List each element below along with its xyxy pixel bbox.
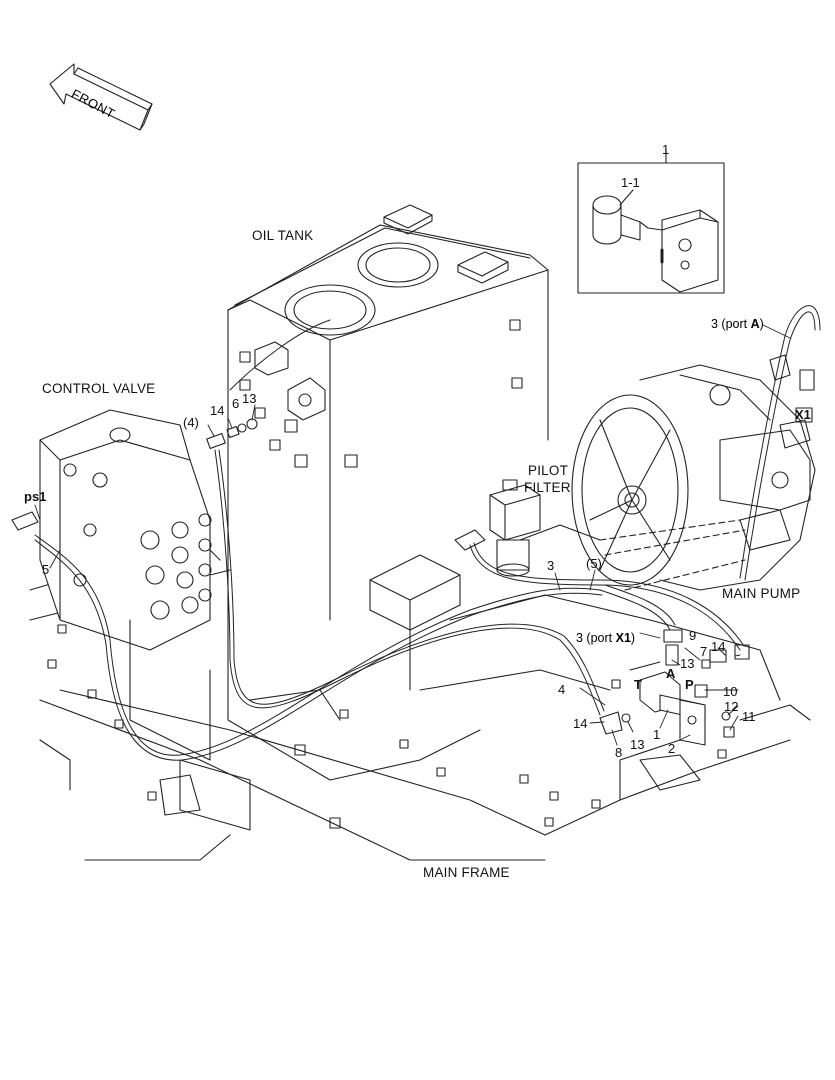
callout-11: 11 bbox=[742, 709, 756, 724]
ps1-port-label: ps1 bbox=[24, 489, 47, 504]
callout-13-mid: 13 bbox=[680, 656, 695, 671]
callout-10: 10 bbox=[723, 684, 738, 699]
main-pump bbox=[571, 354, 816, 591]
pilot-filter bbox=[454, 479, 541, 577]
callout-5: 5 bbox=[42, 562, 50, 577]
x1-pump-port-label: X1 bbox=[795, 407, 811, 422]
callout-1-inset: 1 bbox=[662, 142, 670, 157]
leader-lines bbox=[34, 324, 791, 746]
oil-tank bbox=[227, 204, 549, 781]
callout-1-1: 1-1 bbox=[621, 175, 640, 190]
fittings bbox=[206, 369, 815, 746]
oil-tank-label: OIL TANK bbox=[252, 228, 314, 243]
inset-valve-box bbox=[577, 149, 725, 294]
front-arrow-icon bbox=[49, 63, 153, 131]
callout-9: 9 bbox=[689, 628, 697, 643]
port-a-callout: 3 (port A) bbox=[711, 317, 764, 331]
callout-14-bottom: 14 bbox=[573, 716, 588, 731]
main-frame-label: MAIN FRAME bbox=[423, 865, 510, 880]
callout-6: 6 bbox=[232, 396, 240, 411]
callout-13-bottom: 13 bbox=[630, 737, 645, 752]
callout-7: 7 bbox=[700, 644, 708, 659]
callout-8: 8 bbox=[615, 745, 623, 760]
control-valve-label: CONTROL VALVE bbox=[42, 381, 156, 396]
main-pump-label: MAIN PUMP bbox=[722, 586, 801, 601]
hoses bbox=[34, 305, 821, 761]
callout-12: 12 bbox=[724, 699, 739, 714]
callout-1-bottom: 1 bbox=[653, 727, 661, 742]
control-valve bbox=[11, 409, 212, 761]
callout-3: 3 bbox=[547, 558, 555, 573]
port-x1-callout: 3 (port X1) bbox=[576, 631, 636, 645]
port-letter-t: T bbox=[634, 677, 642, 692]
callout-2: 2 bbox=[668, 741, 676, 756]
pilot-filter-label-line2: FILTER bbox=[524, 480, 571, 495]
pilot-filter-label-line1: PILOT bbox=[528, 463, 569, 478]
main-frame bbox=[29, 524, 811, 861]
callout-5-paren: (5) bbox=[586, 556, 602, 571]
callout-13-top: 13 bbox=[242, 391, 257, 406]
callout-4-paren: (4) bbox=[183, 415, 199, 430]
port-letter-p: P bbox=[685, 677, 694, 692]
callout-14-top: 14 bbox=[210, 403, 225, 418]
port-letter-a: A bbox=[666, 666, 676, 681]
callout-4: 4 bbox=[558, 682, 566, 697]
callout-14-right: 14 bbox=[711, 639, 726, 654]
